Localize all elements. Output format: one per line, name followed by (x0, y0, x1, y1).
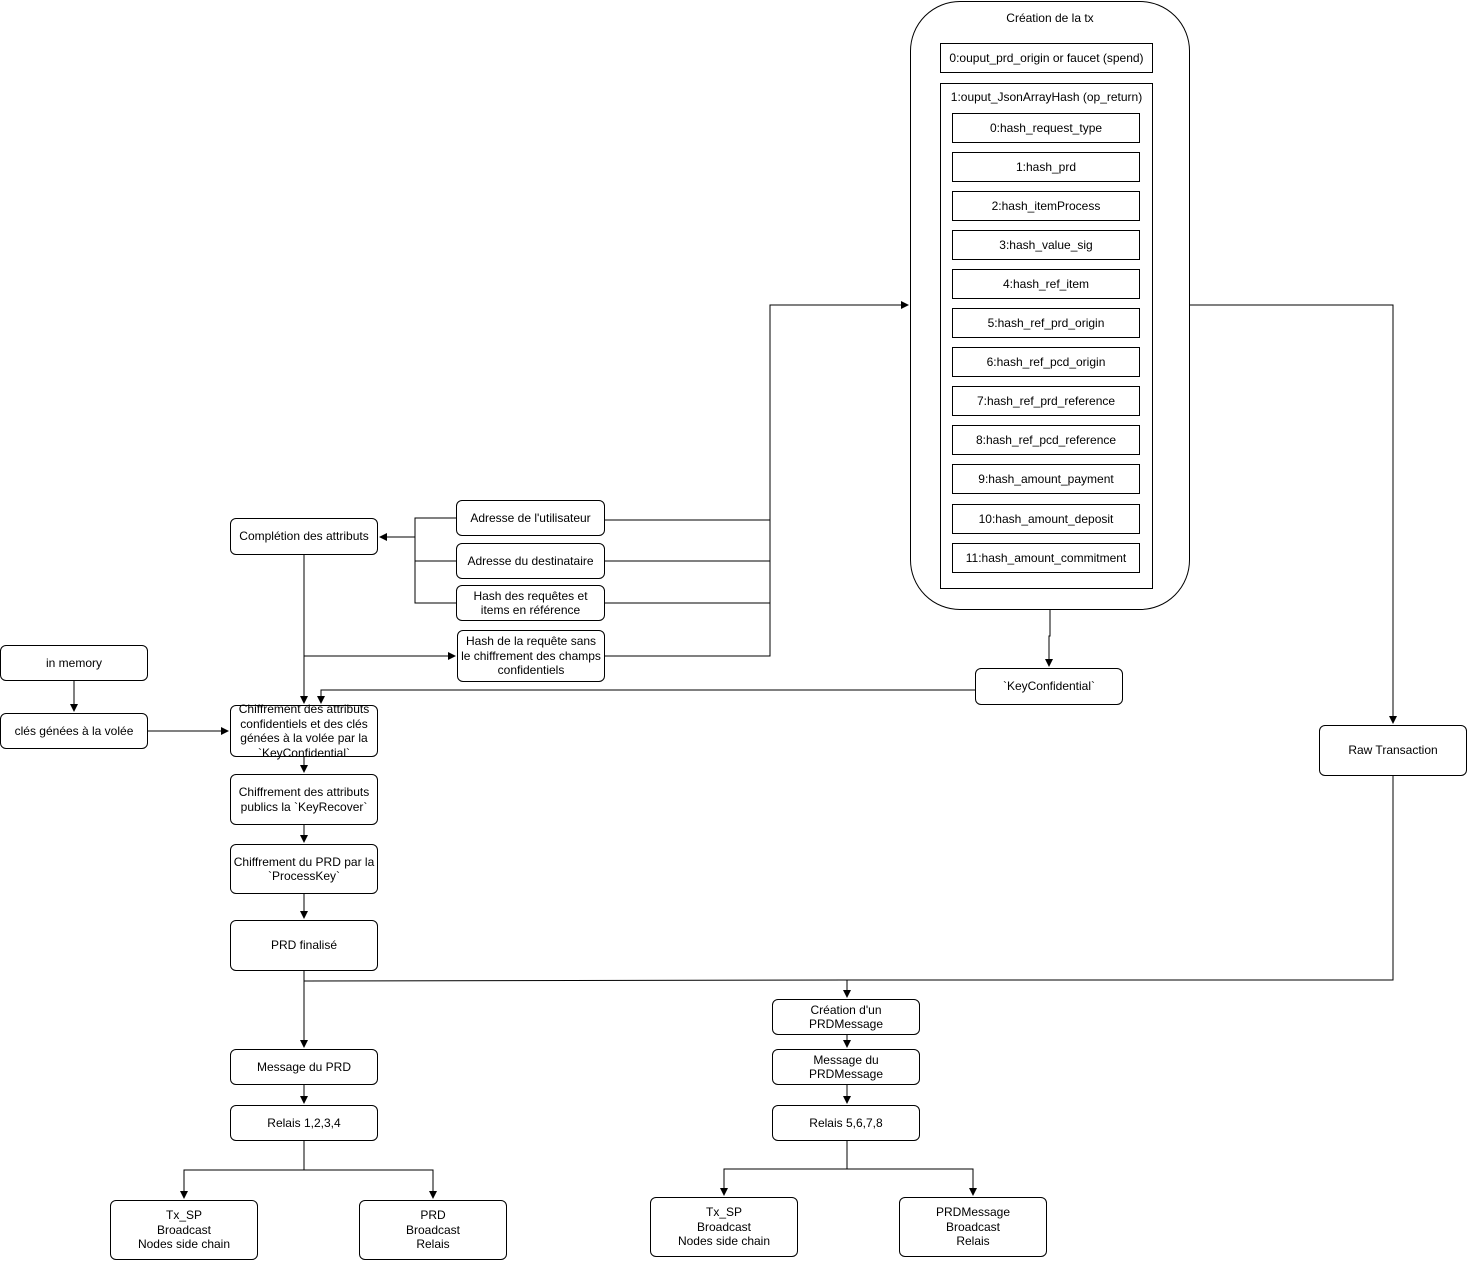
tx-output0: 0:ouput_prd_origin or faucet (spend) (940, 43, 1153, 73)
edge-tx-to-keyconfidential (1045, 610, 1053, 667)
in-memory-node: in memory (0, 645, 148, 681)
txsp-broadcast-right-node: Tx_SP Broadcast Nodes side chain (650, 1197, 798, 1257)
hash-item: 10:hash_amount_deposit (952, 504, 1140, 534)
edge-adresse-utilisateur-to-tx (605, 301, 909, 521)
adresse-utilisateur-node: Adresse de l'utilisateur (456, 500, 605, 536)
message-prdmessage-node: Message du PRDMessage (772, 1049, 920, 1085)
creation-prdmessage-node: Création d'un PRDMessage (772, 999, 920, 1035)
prdmessage-broadcast-node: PRDMessage Broadcast Relais (899, 1197, 1047, 1257)
hash-item: 1:hash_prd (952, 152, 1140, 182)
chiffrement-prd-node: Chiffrement du PRD par la `ProcessKey` (230, 844, 378, 894)
message-prd-node: Message du PRD (230, 1049, 378, 1085)
edge-adresse-utilisateur-to-completion (379, 517, 456, 541)
hash-item: 5:hash_ref_prd_origin (952, 308, 1140, 338)
hash-item: 9:hash_amount_payment (952, 464, 1140, 494)
adresse-destinataire-node: Adresse du destinataire (456, 543, 605, 579)
edge-keyconfidential-to-chiffrement (317, 689, 975, 704)
key-confidential-node: `KeyConfidential` (975, 668, 1123, 705)
edge-hash-requete-sans-to-tx (605, 520, 771, 657)
hash-requete-sans-chiffrement-node: Hash de la requête sans le chiffrement d… (457, 630, 605, 682)
prd-finalise-node: PRD finalisé (230, 920, 378, 971)
hash-item: 6:hash_ref_pcd_origin (952, 347, 1140, 377)
cles-volee-node: clés génées à la volée (0, 713, 148, 749)
tx-output1-title: 1:ouput_JsonArrayHash (op_return) (950, 90, 1143, 104)
hash-item: 7:hash_ref_prd_reference (952, 386, 1140, 416)
edge-relais1234-to-prd-broadcast (304, 1169, 437, 1199)
edge-relais5678-to-prdmessage-broadcast (847, 1168, 977, 1196)
edge-relais5678-to-txsp (720, 1141, 848, 1196)
txsp-broadcast-left-node: Tx_SP Broadcast Nodes side chain (110, 1200, 258, 1260)
hash-item: 2:hash_itemProcess (952, 191, 1140, 221)
prd-broadcast-node: PRD Broadcast Relais (359, 1200, 507, 1260)
edge-relais1234-to-txsp (180, 1141, 305, 1199)
hash-item: 3:hash_value_sig (952, 230, 1140, 260)
chiffrement-publics-node: Chiffrement des attributs publics la `Ke… (230, 774, 378, 825)
hash-item: 11:hash_amount_commitment (952, 543, 1140, 573)
edge-raw-transaction-to-creation-prdmessage (843, 776, 1394, 998)
completion-attributs-node: Complétion des attributs (230, 518, 378, 555)
chiffrement-confidentiels-node: Chiffrement des attributs confidentiels … (230, 702, 378, 760)
hash-item: 8:hash_ref_pcd_reference (952, 425, 1140, 455)
edge-finalise-to-creation-prdmessage (303, 979, 848, 982)
edge-hash-requetes-to-completion (414, 537, 456, 604)
relais-1234-node: Relais 1,2,3,4 (230, 1105, 378, 1141)
edge-adresse-destinataire-to-completion (414, 537, 456, 562)
hash-requetes-node: Hash des requêtes et items en référence (456, 585, 605, 621)
raw-transaction-node: Raw Transaction (1319, 725, 1467, 776)
hash-item: 4:hash_ref_item (952, 269, 1140, 299)
hash-item: 0:hash_request_type (952, 113, 1140, 143)
relais-5678-node: Relais 5,6,7,8 (772, 1105, 920, 1141)
tx-creation-title: Création de la tx (1006, 11, 1094, 25)
edge-tx-to-raw-transaction (1190, 304, 1397, 724)
